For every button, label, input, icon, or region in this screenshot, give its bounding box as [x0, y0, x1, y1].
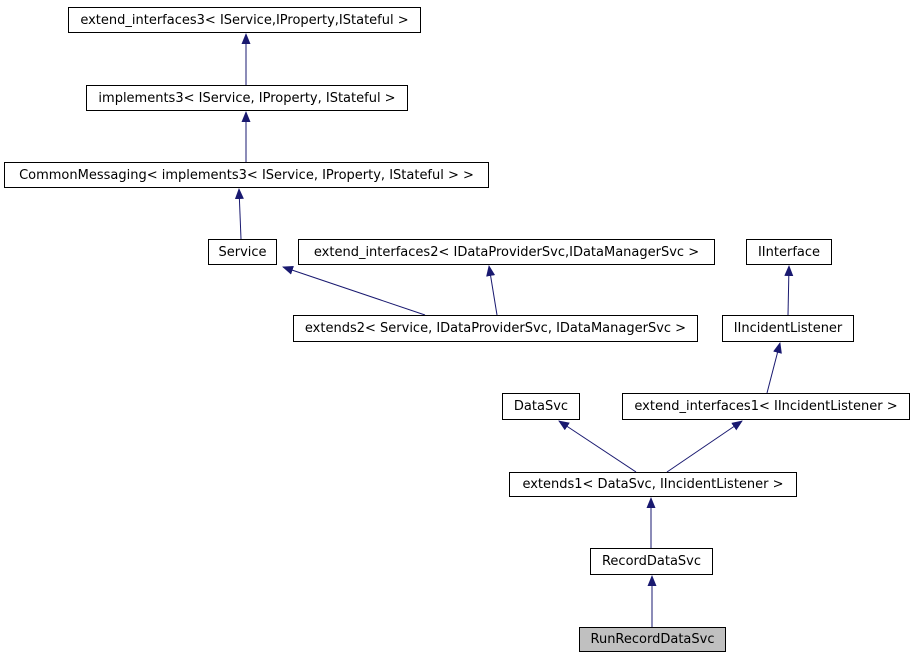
class-node-DataSvc[interactable]: DataSvc: [502, 393, 580, 420]
inheritance-edge-extends1-to-DataSvc: [558, 420, 637, 473]
inheritance-edge-extends2-to-Service: [282, 265, 426, 316]
inheritance-edge-extends1-to-extend_interfaces1: [666, 420, 743, 473]
class-node-IInterface[interactable]: IInterface: [746, 239, 832, 265]
class-node-extends1[interactable]: extends1< DataSvc, IIncidentListener >: [509, 472, 797, 497]
class-node-extend_interfaces3[interactable]: extend_interfaces3< IService,IProperty,I…: [68, 7, 421, 33]
class-node-RunRecordDataSvc: RunRecordDataSvc: [579, 627, 726, 652]
class-node-CommonMessaging[interactable]: CommonMessaging< implements3< IService, …: [4, 162, 489, 188]
inheritance-edge-Service-to-CommonMessaging: [234, 188, 244, 240]
class-node-RecordDataSvc[interactable]: RecordDataSvc: [590, 548, 713, 575]
class-node-IIncidentListener[interactable]: IIncidentListener: [722, 315, 854, 342]
inheritance-edge-IIncidentListener-to-IInterface: [784, 265, 794, 316]
class-node-Service[interactable]: Service: [208, 239, 277, 265]
inheritance-edge-extend_interfaces1-to-IIncidentListener: [766, 342, 782, 394]
class-node-implements3[interactable]: implements3< IService, IProperty, IState…: [86, 85, 408, 111]
class-node-extend_interfaces1[interactable]: extend_interfaces1< IIncidentListener >: [622, 393, 910, 420]
inheritance-edge-extends2-to-extend_interfaces2: [486, 265, 498, 316]
class-node-extends2[interactable]: extends2< Service, IDataProviderSvc, IDa…: [293, 315, 698, 342]
class-node-extend_interfaces2[interactable]: extend_interfaces2< IDataProviderSvc,IDa…: [298, 239, 715, 265]
